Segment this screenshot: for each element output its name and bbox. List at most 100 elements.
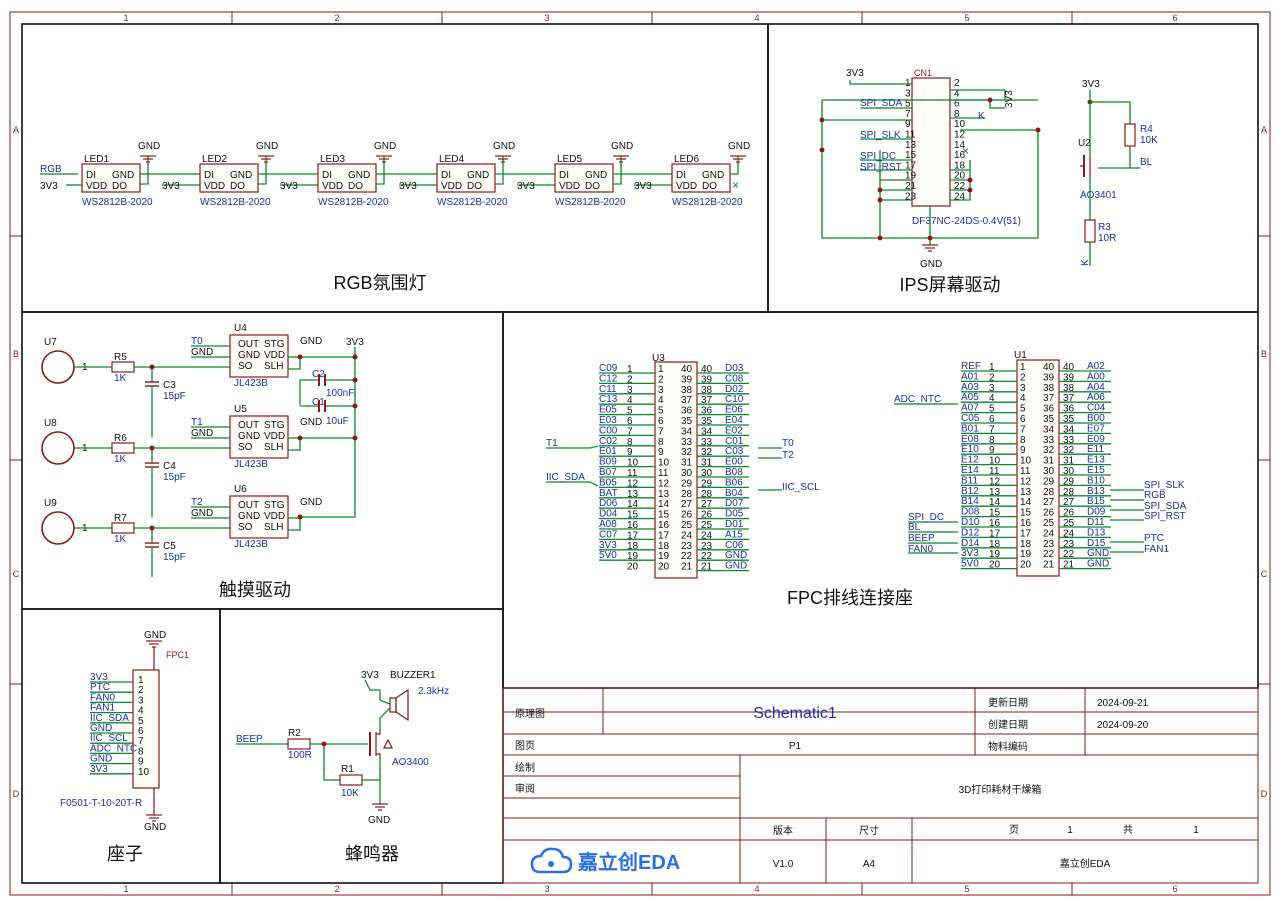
cn1-pin-21: 21 [905, 181, 917, 192]
led-pin-do: DO [467, 181, 482, 192]
u1-pin-num-right: 31 [1043, 456, 1055, 467]
ic-pin-out: OUT [238, 339, 259, 350]
led-part: WS2812B-2020 [437, 197, 508, 208]
fpc1-pin-num: 5 [138, 716, 144, 727]
u3-pin-num-right: 37 [681, 395, 693, 406]
fpc-net-flags: T1 IIC_SDA T0 T2 IIC_SCL ADC_NTC SPI_DC … [546, 394, 1187, 555]
pad-ref: U9 [44, 498, 57, 509]
u1-pin-num-right: 27 [1043, 497, 1055, 508]
u1-pin-num-right: 30 [1043, 466, 1055, 477]
ic-pin-out: OUT [238, 420, 259, 431]
fpc1-pin-num: 7 [138, 736, 144, 747]
u1-pin-num-right-out: 24 [1063, 528, 1075, 539]
u3-left-pin: BAT [599, 488, 618, 499]
tb-version-label: 版本 [773, 824, 793, 837]
u1-net-fan1: FAN1 [1144, 544, 1169, 555]
led-pin-di: DI [559, 170, 569, 181]
u1-right-pin: E13 [1087, 455, 1105, 466]
r4-resistor [1124, 123, 1136, 147]
u3-pin-num-left: 7 [658, 426, 664, 437]
u1-left-pin: B14 [961, 496, 979, 507]
u1-right-pin: E07 [1087, 423, 1105, 434]
u3-pin-num-left-out: 4 [627, 395, 633, 406]
fpc1-pin-label: 3V3 [90, 672, 108, 683]
led-part: WS2812B-2020 [555, 197, 626, 208]
u1-pin-num-right-out: 40 [1063, 362, 1075, 373]
u1-right-pin: A00 [1087, 371, 1105, 382]
u3-pin-num-right-out: 32 [701, 447, 713, 458]
ic-gnd-label: GND [191, 508, 213, 519]
tb-of-label: 共 [1123, 824, 1133, 836]
buzzer-gnd-symbol [372, 803, 388, 811]
u1-left-pin: A07 [961, 403, 979, 414]
cn1-part: DF37NC-24DS-0.4V(51) [912, 216, 1021, 227]
u1-net-spi-rst: SPI_RST [1144, 511, 1186, 522]
u3-pin-num-right-out: 39 [701, 374, 713, 385]
u1-pin-num-left: 17 [1020, 528, 1032, 539]
panel-title-socket: 座子 [107, 844, 143, 864]
u3-pin-num-left: 13 [658, 489, 670, 500]
u3-pin-num-left-out: 6 [627, 416, 633, 427]
ic-net: T1 [191, 417, 203, 428]
u3-right-pin: C03 [725, 446, 744, 457]
u1-net-rgb: RGB [1144, 490, 1166, 501]
led-pin-do: DO [702, 181, 717, 192]
fpc1-pin-num: 4 [138, 706, 144, 717]
fpc1-pin-num: 9 [138, 757, 144, 768]
u1-pin-num-left: 4 [1020, 393, 1026, 404]
u3-left-pin: C09 [599, 363, 618, 374]
ic-gnd-label: GND [191, 347, 213, 358]
fpc1-gnd-bottom-label: GND [144, 822, 166, 833]
cn1-pin-24: 24 [954, 191, 966, 202]
u3-right-pin: B06 [725, 477, 743, 488]
led-pin-vdd: VDD [676, 181, 697, 192]
tb-draw-label: 绘制 [515, 761, 535, 774]
u1-net-fan0: FAN0 [908, 544, 933, 555]
u3-pin-num-left-out: 13 [627, 489, 639, 500]
led-part: WS2812B-2020 [672, 197, 743, 208]
u1-pin-num-right-out: 30 [1063, 466, 1075, 477]
led-chain: LED1WS2812B-2020DIVDDGNDDOGND3V3LED2WS28… [66, 141, 750, 208]
u3-pin-num-left-out: 18 [627, 541, 639, 552]
u1-right-pin: GND [1087, 548, 1109, 559]
cn1-pin-20: 20 [954, 171, 966, 182]
u3-net-t2: T2 [782, 450, 794, 461]
led-part: WS2812B-2020 [318, 197, 389, 208]
r2-resistor [287, 738, 311, 750]
ic-part: JL423B [234, 539, 268, 550]
pad-ref: U7 [44, 337, 57, 348]
u1-pin-num-left-out: 14 [989, 497, 1001, 508]
buzzer-3v3-label: 3V3 [361, 670, 379, 681]
r3-value: 10R [1098, 233, 1116, 244]
ic-stg-gnd-label: GND [300, 336, 322, 347]
u1-pin-num-left: 18 [1020, 539, 1032, 550]
u1-pin-num-right-out: 31 [1063, 456, 1075, 467]
u1-pin-num-right: 40 [1043, 362, 1055, 373]
gnd-icon [376, 155, 392, 163]
u1-right-pin: A04 [1087, 382, 1105, 393]
led-pin-vdd: VDD [204, 181, 225, 192]
u1-left-pin: D08 [961, 507, 980, 518]
u3-right-pin: GND [725, 550, 747, 561]
u3-left-pin: 5V0 [599, 550, 617, 561]
fpc1-connector [132, 669, 160, 789]
row-label-c-right: C [1261, 569, 1268, 579]
cn1-pin-11: 11 [905, 130, 916, 141]
u1-pin-num-left: 11 [1020, 466, 1031, 477]
u1-pin-num-right: 23 [1043, 539, 1055, 550]
u3-right-pin: D02 [725, 384, 744, 395]
u1-left-pin: E14 [961, 465, 979, 476]
u3-pin-num-left: 16 [658, 520, 670, 531]
u3-pin-num-right: 35 [681, 416, 693, 427]
cn1-pin-4: 4 [954, 88, 960, 99]
u3-pin-num-left: 12 [658, 478, 670, 489]
u3-pin-num-left: 11 [658, 468, 669, 479]
u1-left-pin: B12 [961, 486, 979, 497]
row-label-a-right: A [1261, 125, 1267, 135]
ic-pin-so: SO [238, 522, 253, 533]
u3-pin-num-left-out: 9 [627, 447, 633, 458]
